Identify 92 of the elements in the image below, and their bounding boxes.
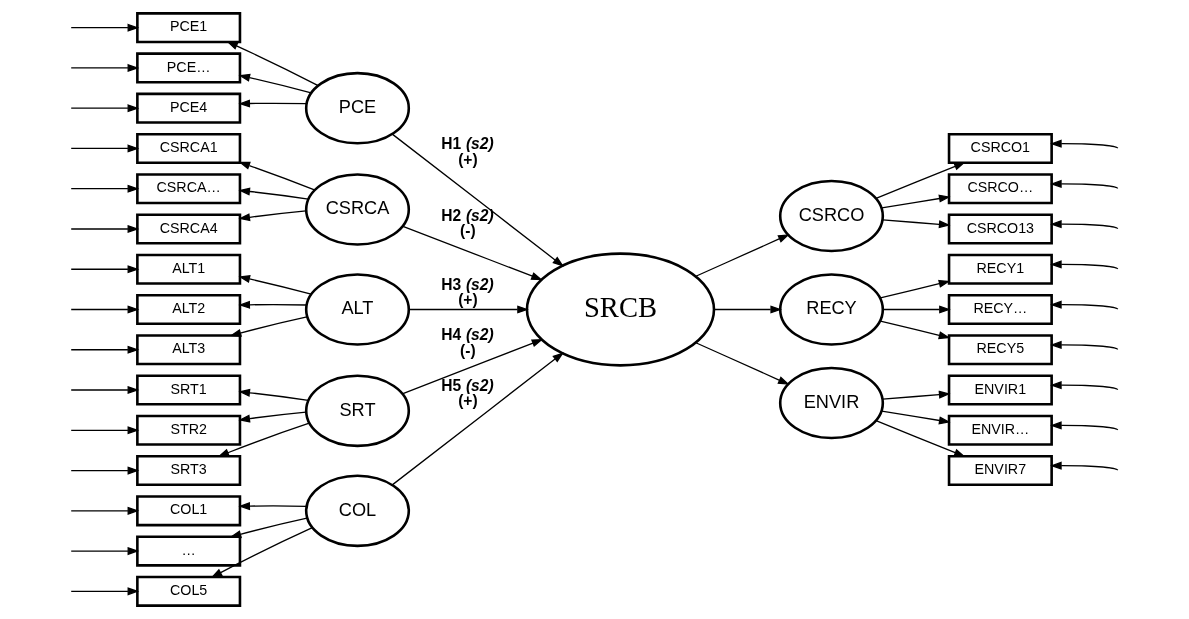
arrow <box>1050 179 1119 190</box>
node-ellipse: COL <box>304 474 411 548</box>
arrow <box>875 162 966 200</box>
arrow <box>391 352 565 486</box>
node-box: … <box>136 535 242 567</box>
edge-label: H1 (s2) (+) <box>441 135 494 168</box>
node-box: ENVIR… <box>947 414 1053 446</box>
node-box: PCE… <box>136 52 242 84</box>
node-box: SRT1 <box>136 374 242 406</box>
node-box: COL1 <box>136 495 242 527</box>
arrow <box>70 345 140 354</box>
node-ellipse: CSRCA <box>304 173 411 246</box>
arrow <box>70 506 140 515</box>
node-ellipse: PCE <box>304 71 411 145</box>
arrow <box>70 224 140 234</box>
edge-label: H3 (s2) (+) <box>441 275 494 309</box>
arrow <box>879 320 951 340</box>
arrow <box>238 73 312 94</box>
arrow <box>70 184 140 193</box>
arrow <box>882 219 951 229</box>
arrow <box>210 527 313 578</box>
arrow <box>70 23 140 32</box>
arrow <box>879 279 951 299</box>
arrow <box>238 411 307 423</box>
arrow <box>882 390 951 400</box>
arrow <box>402 225 543 281</box>
arrow <box>1050 139 1119 149</box>
arrow <box>70 265 140 274</box>
node-ellipse: RECY <box>778 273 885 346</box>
arrow <box>391 133 565 267</box>
arrow <box>70 104 140 113</box>
arrow <box>238 99 308 108</box>
arrow <box>1050 461 1119 471</box>
arrow <box>408 305 529 314</box>
arrow <box>238 187 309 200</box>
arrow <box>695 342 790 385</box>
node-box: RECY5 <box>947 334 1053 366</box>
arrow <box>695 234 790 277</box>
node-box: CSRCA1 <box>136 132 242 165</box>
node-box: ENVIR7 <box>947 454 1053 487</box>
arrow <box>1050 300 1119 310</box>
node-box: CSRCO1 <box>947 132 1053 165</box>
arrow <box>1050 260 1119 270</box>
arrow <box>875 419 966 457</box>
node-box: RECY1 <box>947 253 1053 285</box>
arrow <box>229 316 308 337</box>
arrow <box>70 144 140 153</box>
node-box: PCE4 <box>136 92 242 124</box>
arrow <box>238 300 308 309</box>
node-box: RECY… <box>947 293 1053 326</box>
arrow <box>70 305 140 314</box>
node-ellipse: ALT <box>304 273 411 346</box>
arrow <box>881 194 951 209</box>
arrow <box>1050 421 1119 431</box>
arrow <box>882 305 951 314</box>
edge-label: H2 (s2) (-) <box>441 206 494 240</box>
edge-label: H5 (s2) (+) <box>441 376 494 410</box>
node-box: STR2 <box>136 414 242 446</box>
arrow <box>1050 340 1119 351</box>
node-box: ALT3 <box>136 334 242 366</box>
arrow <box>70 426 140 435</box>
arrow <box>229 517 308 539</box>
arrow <box>238 161 316 191</box>
arrow <box>70 466 140 475</box>
arrow <box>1050 220 1119 230</box>
node-box: CSRCA… <box>136 173 242 205</box>
arrow <box>226 41 319 86</box>
arrow <box>70 385 140 395</box>
node-box: CSRCO13 <box>947 213 1053 245</box>
node-ellipse: SRT <box>304 374 411 448</box>
node-box: ALT1 <box>136 253 242 285</box>
arrow <box>238 210 307 222</box>
arrow <box>238 388 309 401</box>
node-box: COL5 <box>136 575 242 607</box>
node-box: SRT3 <box>136 454 242 487</box>
arrow <box>70 63 140 73</box>
arrow <box>1050 381 1119 391</box>
node-box: ALT2 <box>136 293 242 326</box>
node-box: PCE1 <box>136 12 242 44</box>
arrow <box>713 305 783 314</box>
edge-label: H4 (s2) (-) <box>441 326 494 359</box>
node-box: ENVIR1 <box>947 374 1053 406</box>
arrow <box>402 339 544 395</box>
arrow <box>70 546 140 556</box>
arrow <box>238 502 308 511</box>
node-ellipse: SRCB <box>525 252 716 367</box>
arrow <box>217 422 310 457</box>
node-box: CSRCA4 <box>136 213 242 245</box>
arrow <box>70 587 140 596</box>
node-box: CSRCO… <box>947 173 1053 205</box>
arrow <box>881 410 951 425</box>
arrow <box>238 275 312 295</box>
